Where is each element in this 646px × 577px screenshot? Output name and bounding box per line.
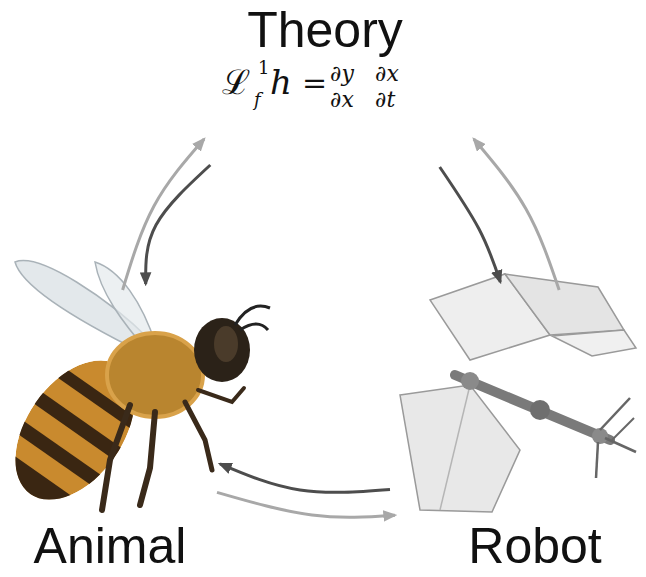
bee-antenna bbox=[240, 324, 268, 330]
robot-antenna bbox=[612, 418, 634, 440]
bee-illustration bbox=[0, 261, 270, 532]
cycle-arrow bbox=[146, 165, 211, 284]
robot-leg bbox=[605, 438, 636, 452]
formula-part: f bbox=[254, 90, 261, 110]
robot-wing bbox=[505, 274, 624, 335]
robot-wing bbox=[400, 385, 520, 512]
bee-leg bbox=[185, 402, 212, 470]
robot-leg bbox=[596, 442, 598, 478]
cycle-arrow bbox=[440, 167, 501, 282]
robot-wing bbox=[552, 330, 636, 356]
robot-illustration bbox=[400, 274, 636, 512]
bee-leg bbox=[198, 388, 244, 402]
formula-part: ∂y bbox=[330, 62, 354, 86]
robot-fold bbox=[440, 385, 470, 510]
robot-joint bbox=[530, 400, 550, 420]
bee-leg bbox=[102, 405, 130, 510]
formula-part: ∂t bbox=[375, 88, 395, 112]
formula-part: ℒ bbox=[222, 64, 250, 101]
bee-eye bbox=[214, 326, 238, 362]
formula-part: 1 bbox=[258, 58, 269, 78]
node-title: Theory bbox=[170, 2, 480, 60]
bee-leg bbox=[140, 412, 155, 505]
cycle-arrow bbox=[123, 139, 205, 290]
robot-joint bbox=[461, 372, 479, 390]
robot-body bbox=[455, 375, 610, 440]
node-title: Robot bbox=[460, 518, 610, 576]
cycle-arrow bbox=[220, 464, 390, 493]
diagram-node: Animal bbox=[5, 290, 215, 575]
formula-part: ∂x bbox=[330, 88, 354, 112]
bee-antenna bbox=[235, 306, 270, 325]
diagram-node: Robot bbox=[395, 290, 640, 575]
node-title: Animal bbox=[5, 518, 215, 576]
diagram-node: Theoryℒ1fh=∂y∂x∂x∂t bbox=[170, 0, 480, 135]
formula-part: ∂x bbox=[375, 62, 399, 86]
formula-part: h bbox=[270, 64, 292, 101]
robot-joint bbox=[592, 428, 608, 444]
cycle-arrow bbox=[474, 139, 559, 290]
cycle-arrow bbox=[217, 492, 395, 517]
formula-part: = bbox=[302, 66, 327, 99]
